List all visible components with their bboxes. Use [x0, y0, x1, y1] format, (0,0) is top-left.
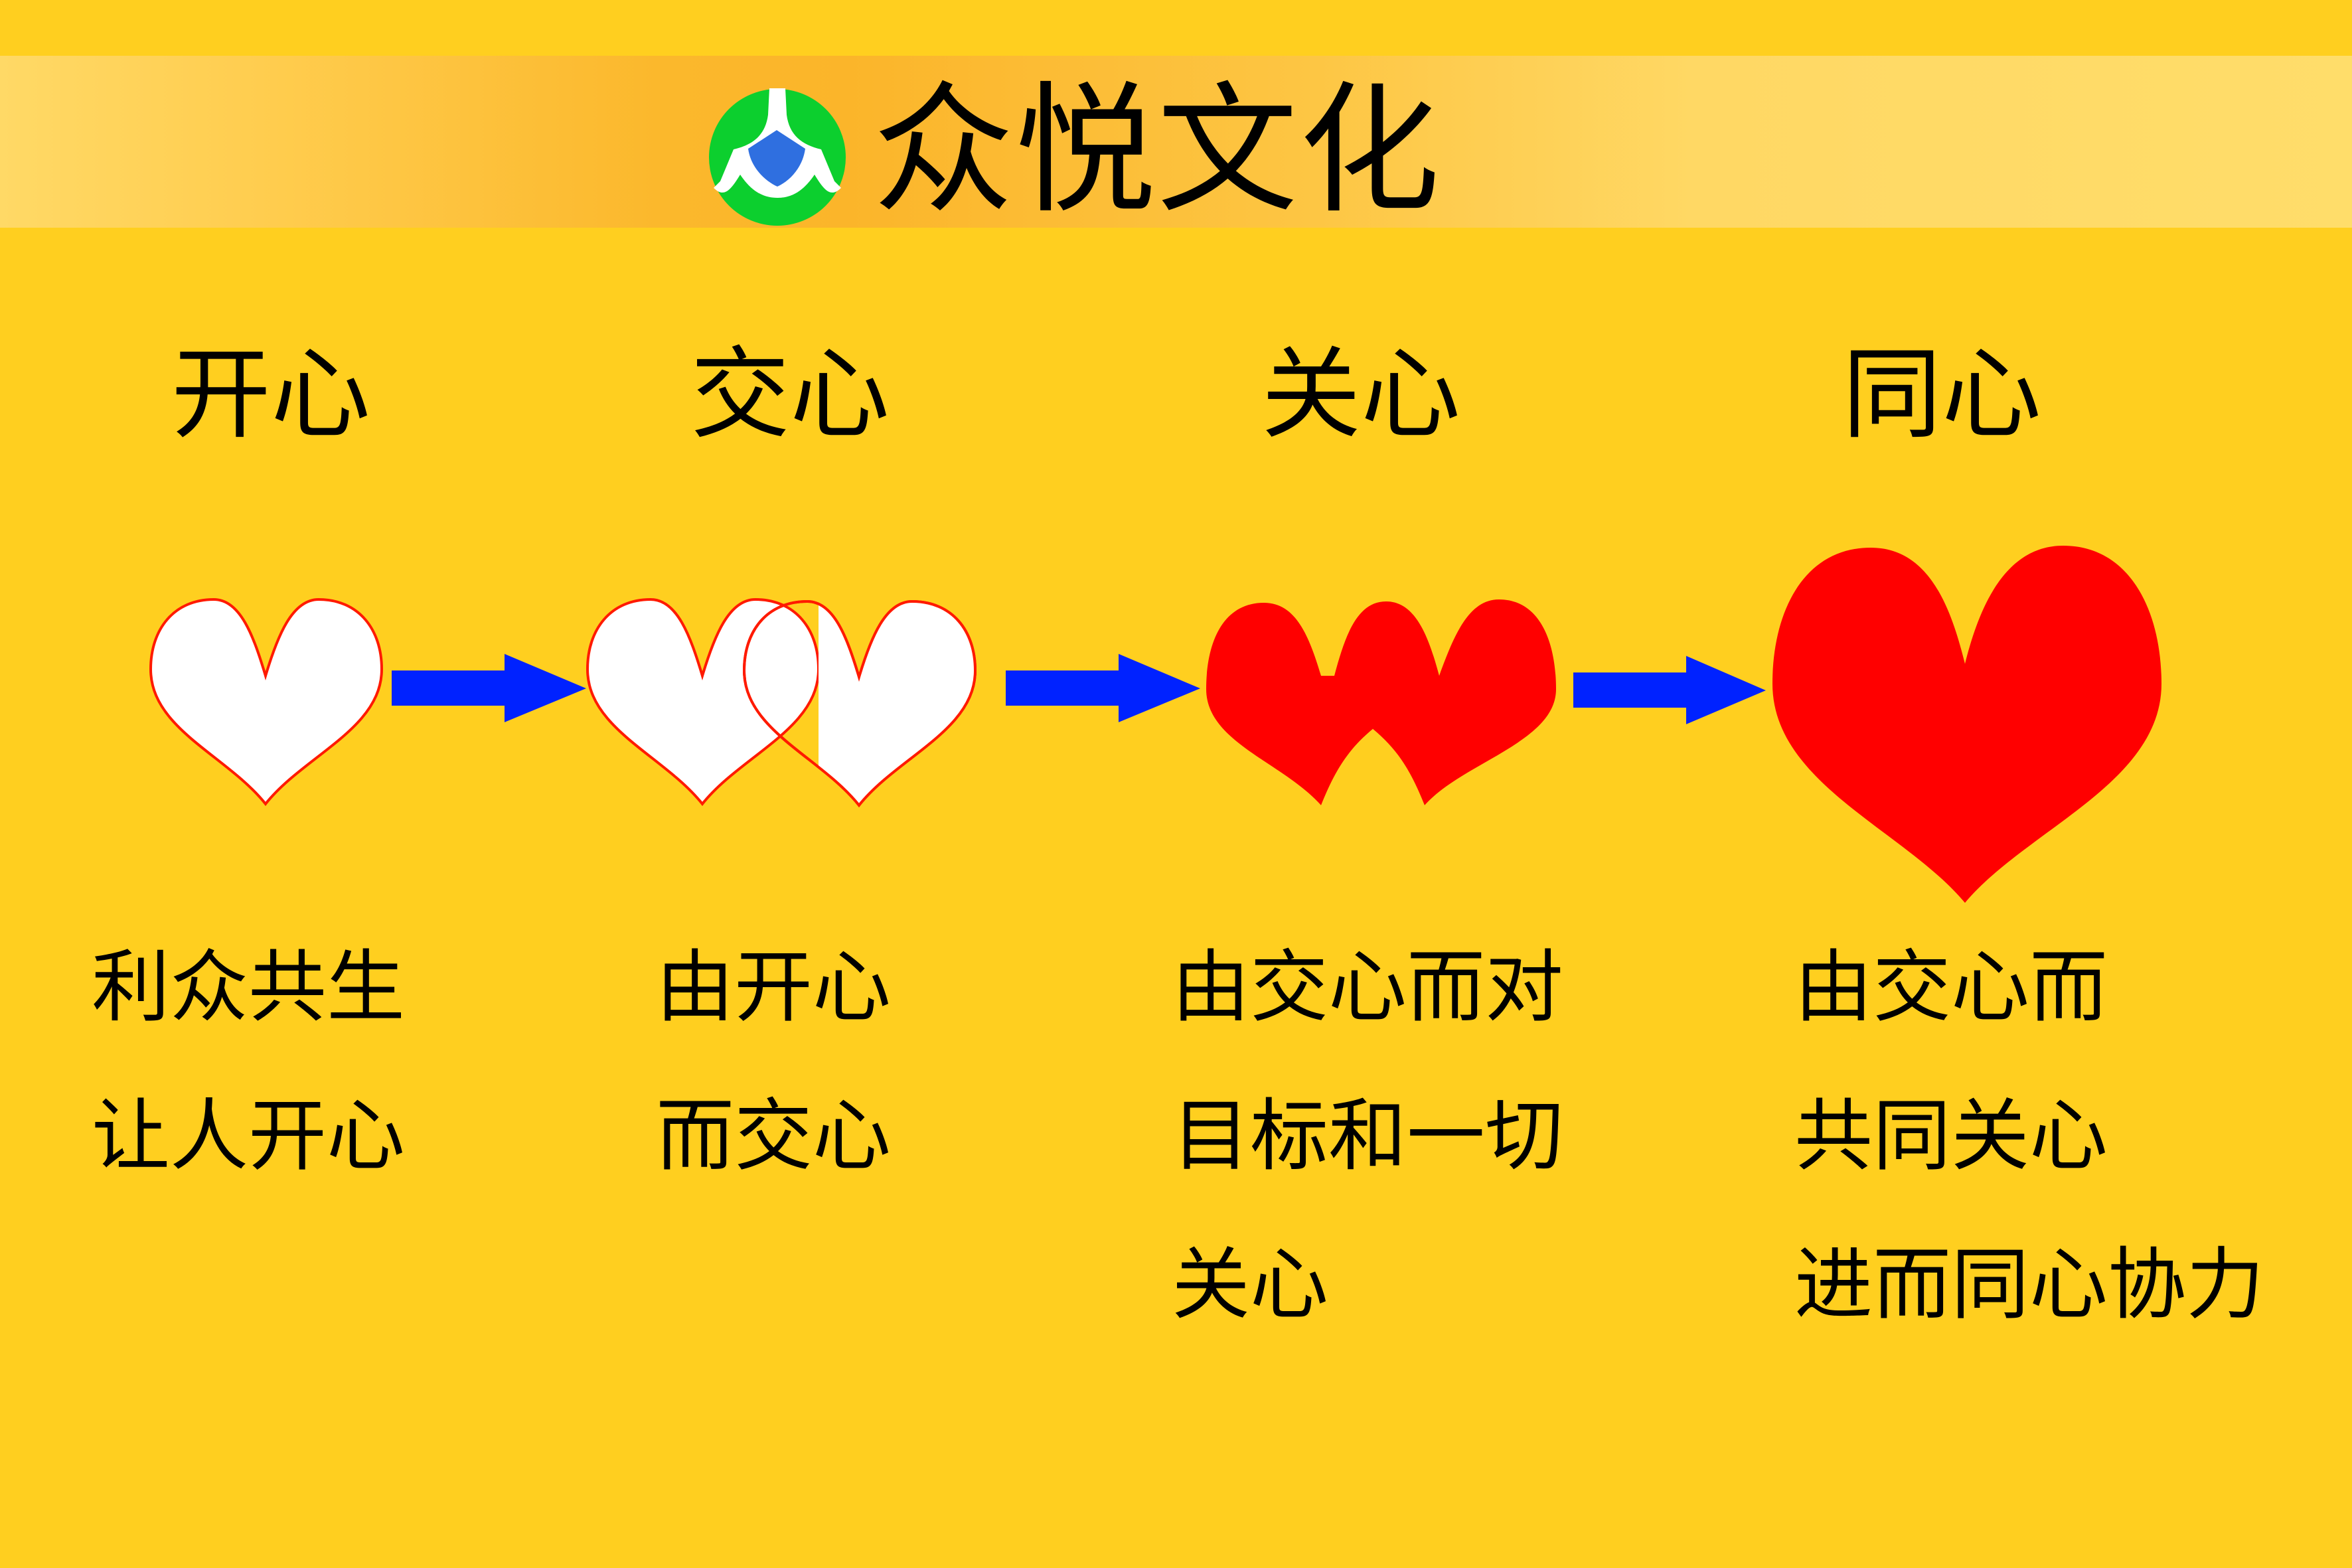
- stage-heading-tongxin: 同心: [1842, 337, 2042, 453]
- description-line: 由开心: [656, 941, 892, 1033]
- description-line: 由交心而: [1794, 941, 2108, 1033]
- right-arrow-icon: [1573, 656, 1766, 724]
- description-line: 利众共生: [92, 941, 406, 1033]
- page-title: 众悦文化: [873, 68, 1441, 232]
- description-line: 目标和一切: [1172, 1090, 1564, 1182]
- description-line: 进而同心协力: [1794, 1239, 2265, 1330]
- stage-heading-kaixin: 开心: [171, 337, 371, 453]
- single-outline-heart-icon: [149, 597, 384, 807]
- right-arrow-icon: [392, 654, 586, 722]
- stage-description-kaixin: 利众共生 让人开心: [92, 913, 405, 1210]
- stage-heading-jiaoxin: 交心: [690, 337, 890, 453]
- description-line: 关心: [1172, 1239, 1329, 1330]
- right-arrow-icon: [1006, 654, 1200, 722]
- stage-heading-guanxin: 关心: [1261, 337, 1461, 453]
- zhongyue-logo-icon: [709, 88, 846, 226]
- stage-description-tongxin: 由交心而 共同关心 进而同心协力: [1794, 913, 2264, 1359]
- title-band: [0, 56, 2352, 228]
- description-line: 由交心而对: [1172, 941, 1564, 1033]
- merged-double-red-heart-icon: [1206, 599, 1556, 805]
- description-line: 而交心: [656, 1090, 892, 1182]
- stage-description-guanxin: 由交心而对 目标和一切 关心: [1172, 913, 1563, 1359]
- large-red-heart-icon: [1772, 546, 2161, 903]
- stage-description-jiaoxin: 由开心 而交心: [656, 913, 891, 1210]
- description-line: 共同关心: [1794, 1090, 2108, 1182]
- description-line: 让人开心: [92, 1090, 406, 1182]
- two-overlapping-outline-hearts-icon: [586, 597, 977, 808]
